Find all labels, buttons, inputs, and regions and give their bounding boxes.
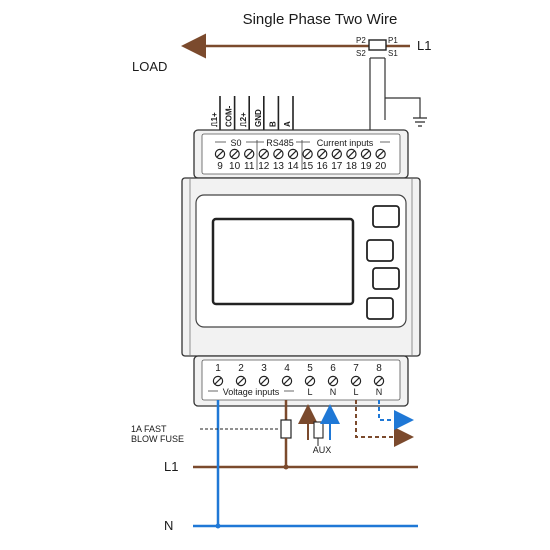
bottom-terminal-number: 8 [376, 363, 382, 374]
top-terminal-screw [317, 148, 328, 160]
bottom-sub-label: L [353, 387, 358, 397]
top-terminal-screw [360, 148, 372, 160]
n-label: N [164, 518, 173, 533]
top-terminal-number: 14 [287, 161, 299, 172]
top-terminal-screw [214, 148, 226, 160]
meter-button-2[interactable] [366, 239, 394, 262]
ct-s1-label: S1 [388, 49, 398, 58]
fuse-label-2: BLOW FUSE [131, 434, 184, 444]
top-terminal-screw [346, 148, 357, 160]
aux-label: AUX [313, 445, 332, 455]
lcd-display [211, 217, 355, 306]
vertical-signal-label: COM- [225, 105, 234, 127]
top-terminal-screw [229, 148, 240, 160]
bottom-terminal-screw [235, 375, 247, 387]
bottom-sub-label: N [330, 387, 337, 397]
top-terminal-number: 19 [360, 161, 372, 172]
ct-s2-label: S2 [356, 49, 366, 58]
line-label-top: L1 [417, 38, 431, 53]
group-s0-label: S0 [230, 138, 241, 148]
bottom-terminal-screw [212, 375, 224, 387]
bottom-terminal-screw [304, 375, 316, 387]
current-transformer: P2 P1 S2 S1 [356, 36, 427, 132]
top-terminal-screw [375, 148, 386, 160]
bottom-terminal-screw [373, 375, 385, 387]
top-terminal-number: 15 [302, 161, 314, 172]
vertical-signal-label: ⎍1+ [210, 112, 219, 128]
bottom-terminal-number: 2 [238, 363, 244, 374]
bottom-terminal-number: 5 [307, 363, 313, 374]
top-terminal-number: 10 [229, 161, 241, 172]
bottom-terminal-screw [350, 375, 362, 387]
meter-button-3[interactable] [372, 267, 400, 290]
vertical-signal-label: B [268, 121, 277, 127]
top-terminal-number: 17 [331, 161, 343, 172]
bottom-sub-label: N [376, 387, 383, 397]
bottom-terminal-screw [258, 375, 270, 387]
top-terminal-number: 20 [375, 161, 387, 172]
diagram-title: Single Phase Two Wire [243, 11, 398, 28]
vertical-signal-label: ⎍2+ [239, 112, 248, 128]
top-terminal-screw [331, 148, 342, 160]
bottom-terminal-number: 3 [261, 363, 267, 374]
ct-p2-label: P2 [356, 36, 366, 45]
ct-p1-label: P1 [388, 36, 398, 45]
top-terminal-screw [287, 148, 299, 160]
supply-wiring: L1 N 1A FAST BLOW FUSE AUX [131, 400, 418, 533]
bottom-sub-label: L [307, 387, 312, 397]
vertical-signal-label: GND [254, 109, 263, 127]
top-group-dividers [215, 140, 390, 170]
bottom-terminal-screw [281, 375, 293, 387]
top-terminal-screw [302, 148, 313, 160]
top-terminal-screw [243, 148, 255, 160]
vertical-signal-label: A [283, 121, 292, 127]
top-terminal-number: 9 [217, 161, 223, 172]
bottom-terminal-row: 1 2 3 4 5 6 7 8 [212, 363, 385, 387]
top-terminal-number: 12 [258, 161, 270, 172]
top-terminal-screw [273, 148, 284, 160]
fuse-symbol [280, 419, 292, 439]
bottom-terminal-number: 7 [353, 363, 359, 374]
bottom-terminal-screw [327, 375, 339, 387]
top-terminal-screw [258, 148, 269, 160]
l1-label: L1 [164, 459, 178, 474]
bottom-terminal-number: 1 [215, 363, 221, 374]
bottom-terminal-number: 4 [284, 363, 290, 374]
fuse-label-1: 1A FAST [131, 424, 167, 434]
group-rs485-label: RS485 [266, 138, 294, 148]
load-label: LOAD [132, 59, 167, 74]
bottom-terminal-number: 6 [330, 363, 336, 374]
top-terminal-number: 16 [317, 161, 329, 172]
top-terminal-number: 18 [346, 161, 358, 172]
meter-button-1[interactable] [372, 205, 400, 228]
group-current-label: Current inputs [317, 138, 374, 148]
top-terminal-number: 11 [244, 161, 255, 172]
group-voltage-label: Voltage inputs [223, 387, 280, 397]
meter-button-4[interactable] [366, 297, 394, 320]
top-terminal-number: 13 [273, 161, 285, 172]
